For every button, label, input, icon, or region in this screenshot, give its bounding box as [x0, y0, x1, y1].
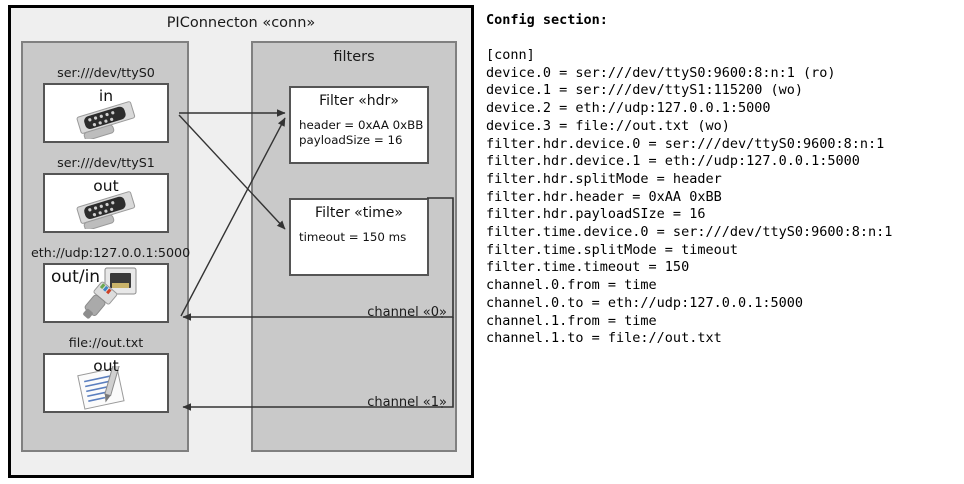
filter-attr: payloadSize = 16: [299, 133, 403, 147]
text-document-icon: [77, 366, 125, 410]
device-group-file-out: file://out.txt out: [43, 335, 169, 415]
diagram-title: PIConnecton «conn»: [166, 15, 316, 31]
devices-panel: ser:///dev/ttyS0 in: [21, 41, 190, 452]
device-box[interactable]: in: [43, 83, 169, 143]
network-plug-icon: [83, 267, 137, 319]
channel-label-0: channel «0»: [367, 305, 447, 320]
device-box[interactable]: out/in: [43, 263, 169, 323]
filters-panel-title: filters: [333, 49, 375, 65]
device-direction-label: in: [98, 87, 114, 105]
filter-attributes: timeout = 150 ms: [299, 230, 406, 245]
device-label: file://out.txt: [68, 335, 144, 350]
filter-title: Filter «hdr»: [319, 93, 399, 109]
filter-box-hdr[interactable]: Filter «hdr» header = 0xAA 0xBB payloadS…: [289, 86, 429, 164]
device-label: ser:///dev/ttyS0: [57, 65, 155, 80]
device-box[interactable]: out: [43, 173, 169, 233]
device-label: ser:///dev/ttyS1: [57, 155, 155, 170]
device-group-ttyS0: ser:///dev/ttyS0 in: [43, 65, 169, 145]
serial-connector-icon: [76, 191, 136, 229]
device-direction-label: out: [93, 177, 119, 195]
filter-attr: header = 0xAA 0xBB: [299, 118, 424, 132]
filter-attributes: header = 0xAA 0xBB payloadSize = 16: [299, 118, 423, 148]
serial-connector-icon: [76, 101, 136, 139]
config-body: [conn] device.0 = ser:///dev/ttyS0:9600:…: [486, 47, 893, 347]
config-heading: Config section:: [486, 12, 608, 28]
channel-label-1: channel «1»: [367, 395, 447, 410]
device-group-ttyS1: ser:///dev/ttyS1 out: [43, 155, 169, 235]
device-box[interactable]: out: [43, 353, 169, 413]
piconnection-diagram-frame: PIConnecton «conn» ser:///dev/ttyS0 in: [8, 5, 474, 478]
device-direction-label: out/in: [51, 267, 101, 287]
config-section: Config section: [conn] device.0 = ser://…: [482, 8, 962, 478]
filter-box-time[interactable]: Filter «time» timeout = 150 ms: [289, 198, 429, 276]
device-direction-label: out: [93, 357, 119, 375]
device-label: eth://udp:127.0.0.1:5000: [31, 245, 191, 260]
device-group-eth-udp: eth://udp:127.0.0.1:5000 out/in: [31, 245, 190, 325]
filters-panel: filters Filter «hdr» header = 0xAA 0xBB …: [251, 41, 457, 452]
filter-attr: timeout = 150 ms: [299, 230, 407, 244]
filter-title: Filter «time»: [315, 205, 403, 221]
